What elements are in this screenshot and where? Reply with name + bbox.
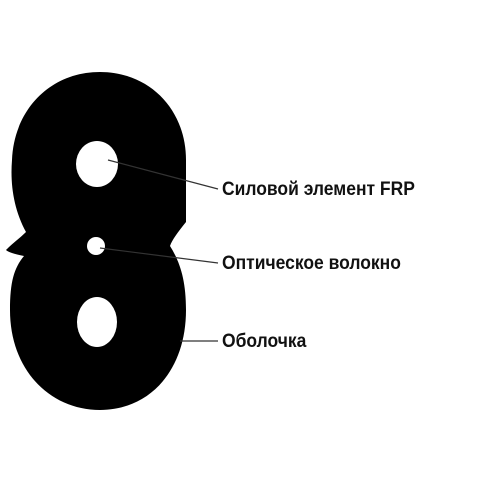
- lower-strength-member: [77, 297, 117, 347]
- leader-line-frp: [107, 159, 219, 190]
- label-sheath: Оболочка: [222, 331, 307, 352]
- frp-strength-member: [76, 141, 118, 187]
- label-frp-strength-member: Силовой элемент FRP: [222, 179, 415, 200]
- label-optical-fiber: Оптическое волокно: [222, 253, 401, 274]
- leader-line-fiber: [99, 247, 219, 264]
- optical-fiber: [87, 237, 105, 255]
